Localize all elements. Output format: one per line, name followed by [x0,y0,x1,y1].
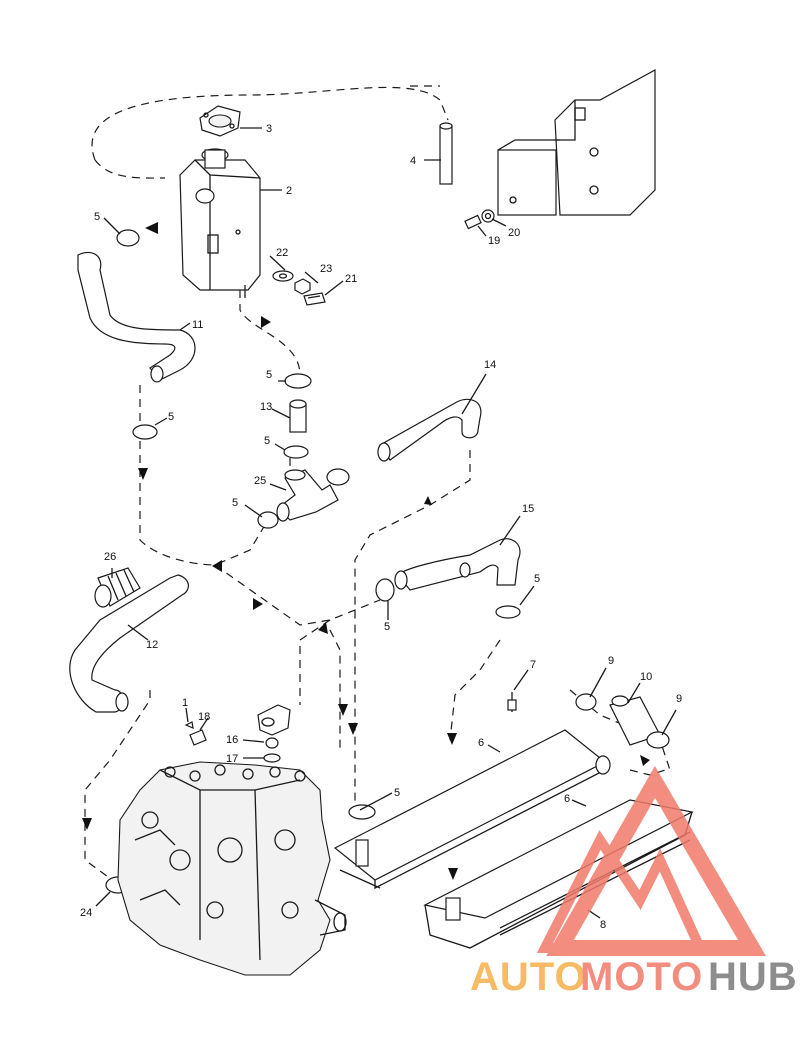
watermark-text-moto: MOTO [580,955,703,999]
hose-clamp [646,731,670,749]
callout-24: 24 [80,907,92,919]
callout-20: 20 [508,227,520,239]
callout-8: 8 [600,919,606,931]
callout-2: 2 [286,185,292,197]
callout-6: 6 [478,737,484,749]
flow-arrow [318,622,328,634]
pressure-cap [199,105,241,137]
callout-5: 5 [264,435,270,447]
fitting-19-20 [464,209,495,230]
hose-13 [289,399,307,433]
callout-18: 18 [198,711,210,723]
callout-16: 16 [226,734,238,746]
callout-5: 5 [232,497,238,509]
callout-19: 19 [488,235,500,247]
callout-5: 5 [534,573,540,585]
flow-arrow [82,818,92,830]
callout-5: 5 [266,369,272,381]
hose-11 [77,251,196,383]
flow-arrow [138,468,148,480]
coolant-flow-path [84,81,671,883]
callout-22: 22 [276,247,288,259]
radiator-upper [333,729,611,890]
hose-clamp [283,445,309,459]
callout-17: 17 [226,753,238,765]
watermark-triangle-inner [536,830,708,953]
hose-clamp [495,605,521,619]
hose-clamp [257,511,279,529]
callout-5: 5 [384,621,390,633]
hose-clamp [575,693,597,711]
flow-arrow [145,222,158,234]
coolant-reservoir [179,148,261,298]
callout-13: 13 [260,401,272,413]
callout-7: 7 [530,659,536,671]
flow-arrow [338,704,348,716]
callout-25: 25 [254,475,266,487]
watermark-text-auto: AUTO [470,955,587,999]
watermark-logo: AUTO MOTO HUB [470,766,798,999]
hose-clamp [375,578,395,602]
callout-12: 12 [146,639,158,651]
flow-arrow [261,316,271,328]
callout-23: 23 [320,263,332,275]
hose-15 [394,538,521,591]
hose-clamp [348,804,376,820]
callout-leaders [95,127,677,919]
callout-5: 5 [94,211,100,223]
callout-15: 15 [522,503,534,515]
sleeve-26 [94,567,141,608]
hose-14 [377,398,482,462]
callout-14: 14 [484,359,496,371]
callout-9: 9 [676,693,682,705]
hose-clamp [284,373,312,389]
callout-21: 21 [345,273,357,285]
callout-5: 5 [168,411,174,423]
hose-12 [69,574,189,713]
hose-clamp [326,468,350,486]
overflow-hose [439,122,453,185]
engine-block [117,761,347,976]
flow-arrow [424,496,432,505]
callout-3: 3 [266,123,272,135]
callout-1: 1 [182,697,188,709]
callout-4: 4 [410,155,416,167]
callout-9: 9 [608,655,614,667]
hose-clamp [132,424,158,440]
callout-6: 6 [564,793,570,805]
callout-5: 5 [394,787,400,799]
engine-housing-detail [497,68,656,216]
flow-arrow [447,733,457,745]
flow-arrow [212,560,222,572]
flow-arrow [448,868,458,880]
flow-arrow [253,598,263,610]
flow-arrow [348,723,358,735]
watermark-text-hub: HUB [708,955,798,999]
callout-labels: 3 2 4 5 22 23 21 19 20 11 5 5 13 5 25 5 … [80,123,682,931]
callout-26: 26 [104,551,116,563]
t-fitting-25 [276,469,339,522]
callout-11: 11 [192,319,203,331]
callout-10: 10 [640,671,652,683]
thermostat-housing [184,704,291,763]
fastener-set [272,270,326,306]
flow-arrow [640,755,650,766]
hose-clamp [116,229,140,247]
bleed-fitting-7 [507,692,517,712]
